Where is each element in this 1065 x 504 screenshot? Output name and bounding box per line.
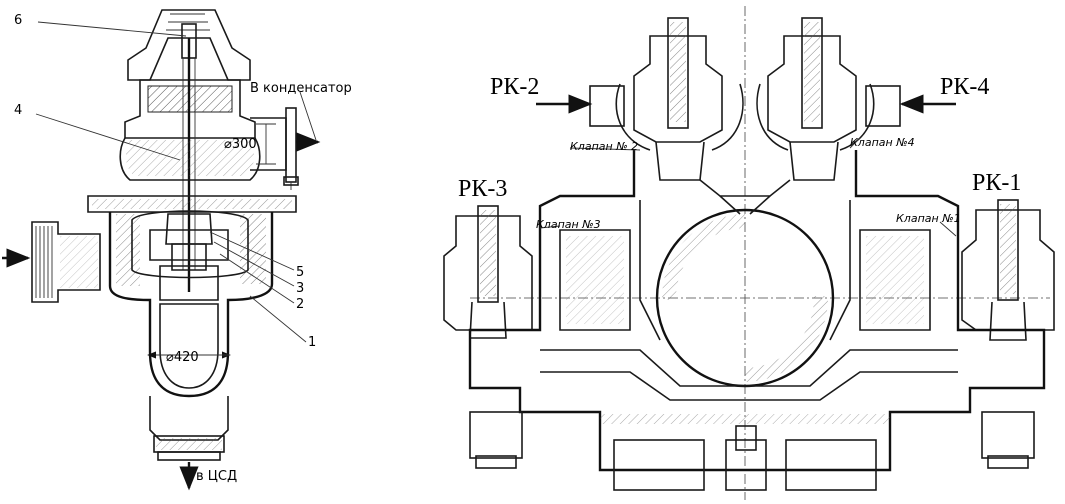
label-rk2: РК-2 [490, 74, 539, 100]
bottom-outlets [469, 411, 1035, 491]
lower-chamber [159, 303, 219, 389]
label-diameter-420: ⌀420 [166, 350, 199, 365]
leader-6 [37, 21, 187, 37]
label-condenser: В конденсатор [250, 81, 352, 96]
leader-1 [249, 295, 307, 343]
valve-top-yoke [127, 9, 251, 81]
steam-chest-upper [119, 137, 261, 181]
leader-3 [213, 241, 295, 287]
label-part-1: 1 [308, 335, 316, 350]
valve-housing-3 [443, 205, 533, 339]
left-valve-drawing: 6 4 5 3 2 1 В конденсатор ⌀300 ⌀420 в ЦС… [2, 9, 352, 491]
label-valve-2: Клапан № 2 [570, 140, 638, 153]
condenser-flange [285, 107, 297, 183]
main-flange [87, 195, 297, 213]
label-part-2: 2 [296, 297, 304, 312]
leader-2 [219, 253, 295, 304]
valve-body [108, 212, 274, 398]
valve-block-body [468, 150, 1046, 472]
left-inlet-pipe [31, 221, 101, 303]
valve-housing-2 [589, 17, 744, 181]
label-diameter-300: ⌀300 [224, 137, 257, 152]
leader-4 [35, 113, 181, 161]
right-valve-block-drawing: РК-2 РК-4 РК-3 РК-1 Клапан № 2 Клапан №4… [443, 6, 1055, 500]
leader-5 [209, 231, 295, 271]
label-tsd: в ЦСД [196, 469, 237, 484]
label-part-6: 6 [14, 13, 22, 28]
label-valve-4: Клапан №4 [850, 136, 915, 149]
label-part-4: 4 [14, 103, 22, 118]
label-part-5: 5 [296, 265, 304, 280]
valve-housing-4 [756, 17, 901, 181]
label-valve-1: Клапан №1 [896, 212, 961, 225]
label-rk1: РК-1 [972, 170, 1021, 196]
label-part-3: 3 [296, 281, 304, 296]
label-valve-3: Клапан №3 [536, 218, 601, 231]
label-rk4: РК-4 [940, 74, 989, 100]
tsd-outlet [149, 396, 229, 441]
valve-housing-1 [961, 199, 1055, 341]
label-rk3: РК-3 [458, 176, 507, 202]
